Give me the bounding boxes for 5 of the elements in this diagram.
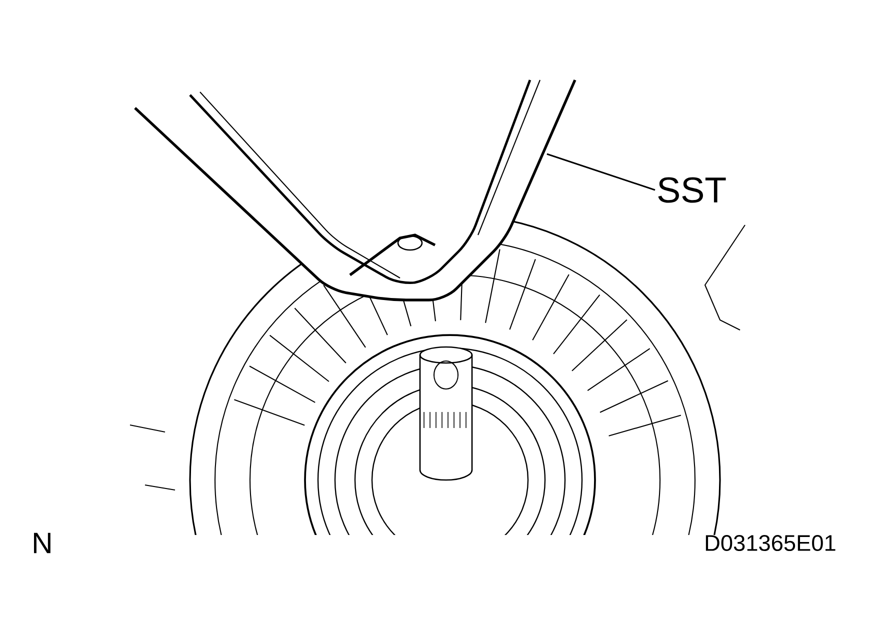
part-label: SST — [658, 177, 726, 203]
tool-drawing — [134, 78, 576, 302]
view-letter: N — [34, 532, 50, 554]
leader-line — [546, 153, 656, 191]
figure-code: D031365E01 — [706, 534, 836, 552]
